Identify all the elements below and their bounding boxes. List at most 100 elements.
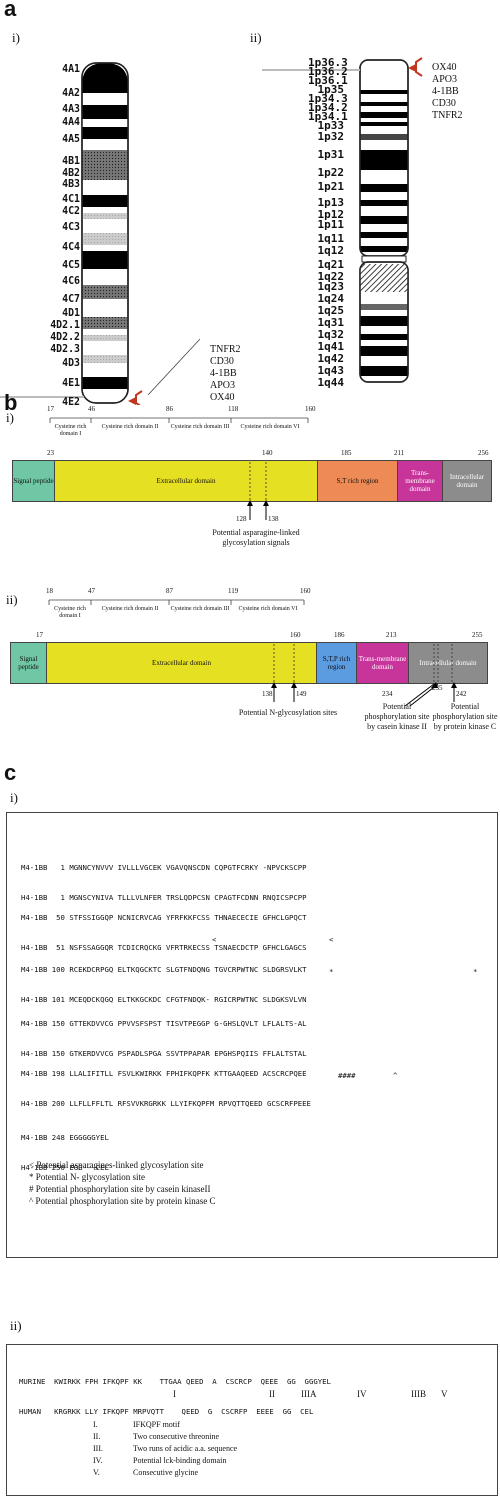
band-label: 1q43	[317, 364, 345, 377]
band-label: 4D1	[62, 306, 80, 319]
crd-number: 86	[166, 405, 173, 413]
protein-kinase-c-annotation: Potential phosphorylation site by protei…	[432, 702, 498, 731]
crd-number: 160	[305, 405, 316, 413]
panel-c-letter: c	[4, 760, 17, 785]
glycosylation-mark: <	[212, 935, 217, 944]
band-label: 1q31	[317, 316, 345, 329]
alignment-block-3: M4-1BB 100 RCEKDCRPGQ ELTKQGCKTC SLGTFND…	[21, 945, 307, 1025]
crd-label: Cysteine rich domain I	[54, 424, 87, 437]
human-4-1bb-domain-bar: Signal peptide Extracellular domain S,T,…	[10, 642, 488, 684]
band-label: 4C1	[62, 192, 80, 205]
human-seq-line: H4-1BB 101 MCEQDCKQGQ ELTKKGCKDC CFGTFND…	[21, 995, 307, 1004]
gene-label: APO3	[210, 380, 236, 391]
band-label: 4A5	[62, 132, 80, 145]
alignment-block-1: M4-1BB 1 MGNNCYNVVV IVLLLVGCEK VGAVQNSCD…	[21, 843, 307, 923]
site-markers	[271, 644, 457, 707]
marker-number: 235	[432, 684, 443, 692]
mouse-seq-line: M4-1BB 1 MGNNCYNVVV IVLLLVGCEK VGAVQNSCD…	[21, 863, 307, 872]
gene-label: 4-1BB	[432, 86, 459, 97]
band-label: 4A3	[62, 102, 80, 115]
panel-b-ii-label: ii)	[6, 592, 18, 607]
domain-boundary: 160	[290, 631, 301, 639]
band-label: 1p13	[317, 196, 345, 209]
human-seq-line: H4-1BB 250 EGG---CEL	[21, 1163, 109, 1172]
crd-number: 160	[300, 587, 311, 595]
alignment-block-2: M4-1BB 50 STFSSIGGQP NCNICRVCAG YFRFKKFC…	[21, 893, 307, 973]
crd-label: Cysteine rich domain VI	[240, 424, 300, 430]
crd-number: 17	[47, 405, 54, 413]
crd-number: 87	[166, 587, 173, 595]
marker-number: 149	[296, 690, 307, 698]
panel-a-ii-label: ii)	[250, 30, 262, 45]
mouse-gene-list: TNFR2 CD30 4-1BB APO3 OX40	[210, 344, 241, 404]
band-label: 4C7	[62, 292, 80, 305]
crd-bracket-line	[49, 417, 309, 423]
motif-roman: IIIB	[411, 1389, 426, 1399]
mouse-seq-line: M4-1BB 248 EGGGGGYEL	[21, 1133, 109, 1142]
band-label: 4D2.1	[50, 318, 80, 331]
mouse-seq-line: M4-1BB 198 LLALIFITLL FSVLKWIRKK FPHIFKQ…	[21, 1069, 307, 1078]
band-label: 4A1	[62, 62, 80, 75]
band-label: 1p21	[317, 180, 345, 193]
crd-label: Cysteine rich domain VI	[238, 606, 298, 612]
transmembrane-domain: Trans-membrane domain	[398, 461, 443, 501]
band-label: 1p12	[317, 208, 345, 221]
panel-b-letter: b	[4, 390, 18, 415]
motif-roman: IV	[357, 1389, 367, 1399]
casein-kinase-mark: ####	[338, 1071, 356, 1080]
crd-label: Cysteine rich domain I	[54, 606, 86, 619]
band-label: 4D2.3	[50, 342, 80, 355]
crd-label: Cysteine rich domain II	[101, 424, 159, 430]
legend-item: III.Two runs of acidic a.a. sequence	[93, 1444, 238, 1453]
motif-legend: I.IFKQPF motif II.Two consecutive threon…	[93, 1419, 237, 1479]
legend-item: II.Two consecutive threonine	[93, 1432, 220, 1441]
band-label: 4C4	[62, 240, 80, 253]
band-label: 1p11	[317, 218, 345, 231]
band-label: 4E1	[62, 376, 80, 389]
domain-boundary: 186	[334, 631, 345, 639]
band-label: 1q41	[317, 340, 345, 353]
domain-boundary: 140	[262, 449, 273, 457]
stp-rich-region: S,T,P rich region	[317, 643, 357, 683]
glycosylation-annotation: Potential asparagine-linked glycosylatio…	[212, 528, 300, 547]
gene-label: OX40	[210, 392, 235, 403]
mouse-seq-line: M4-1BB 150 GTTEKDVVCG PPVVSFSPST TISVTPE…	[21, 1019, 307, 1028]
human-chromosome-1-ideogram	[262, 57, 423, 383]
st-rich-region: S,T rich region	[318, 461, 398, 501]
gene-label: 4-1BB	[210, 368, 237, 379]
band-label: 1q12	[317, 244, 345, 257]
motif-roman: IIIA	[301, 1389, 317, 1399]
n-glycosylation-mark: *	[329, 967, 334, 976]
band-label: 1q11	[317, 232, 345, 245]
band-label: 4B3	[62, 177, 80, 190]
crd-number: 46	[88, 405, 95, 413]
murine-seq-line: MURINE KWIRKK FPH IFKQPF KK TTGAA QEED A…	[19, 1377, 331, 1386]
band-label: 4A2	[62, 86, 80, 99]
glycosylation-mark: <	[329, 935, 334, 944]
band-label: 1q22	[317, 270, 345, 283]
mouse-seq-line: M4-1BB 50 STFSSIGGQP NCNICRVCAG YFRFKKFC…	[21, 913, 307, 922]
panel-c-ii-label: ii)	[10, 1318, 22, 1333]
glycosylation-markers	[247, 462, 269, 520]
human-seq-line: H4-1BB 1 MGNSCYNIVA TLLLVLNFER TRSLQDPCS…	[21, 893, 307, 902]
legend-item: < Potential asparagines-linked glycosyla…	[29, 1160, 204, 1170]
intracellular-domain: Intracellular domain	[443, 461, 491, 501]
domain-boundary: 17	[36, 631, 43, 639]
extracellular-domain: Extracellular domain	[47, 643, 317, 683]
motif-roman: II	[269, 1389, 275, 1399]
gene-label: CD30	[210, 356, 234, 367]
gene-label: TNFR2	[432, 110, 463, 121]
transmembrane-domain: Trans-membrane domain	[357, 643, 409, 683]
signal-peptide-domain: Signal peptide	[13, 461, 55, 501]
band-label: 1p22	[317, 166, 345, 179]
legend-item: ^ Potential phosphorylation site by prot…	[29, 1196, 216, 1206]
band-label: 4C5	[62, 258, 80, 271]
crd-number: 119	[228, 587, 239, 595]
band-label: 1q21	[317, 258, 345, 271]
marker-number: 128	[236, 515, 247, 523]
mouse-chromosome-4-ideogram	[0, 62, 201, 405]
gene-label: CD30	[432, 98, 456, 109]
alignment-block-5: M4-1BB 198 LLALIFITLL FSVLKWIRKK FPHIFKQ…	[21, 1049, 311, 1129]
crd-label: Cysteine rich domain II	[101, 606, 159, 612]
band-label: 4D3	[62, 356, 80, 369]
